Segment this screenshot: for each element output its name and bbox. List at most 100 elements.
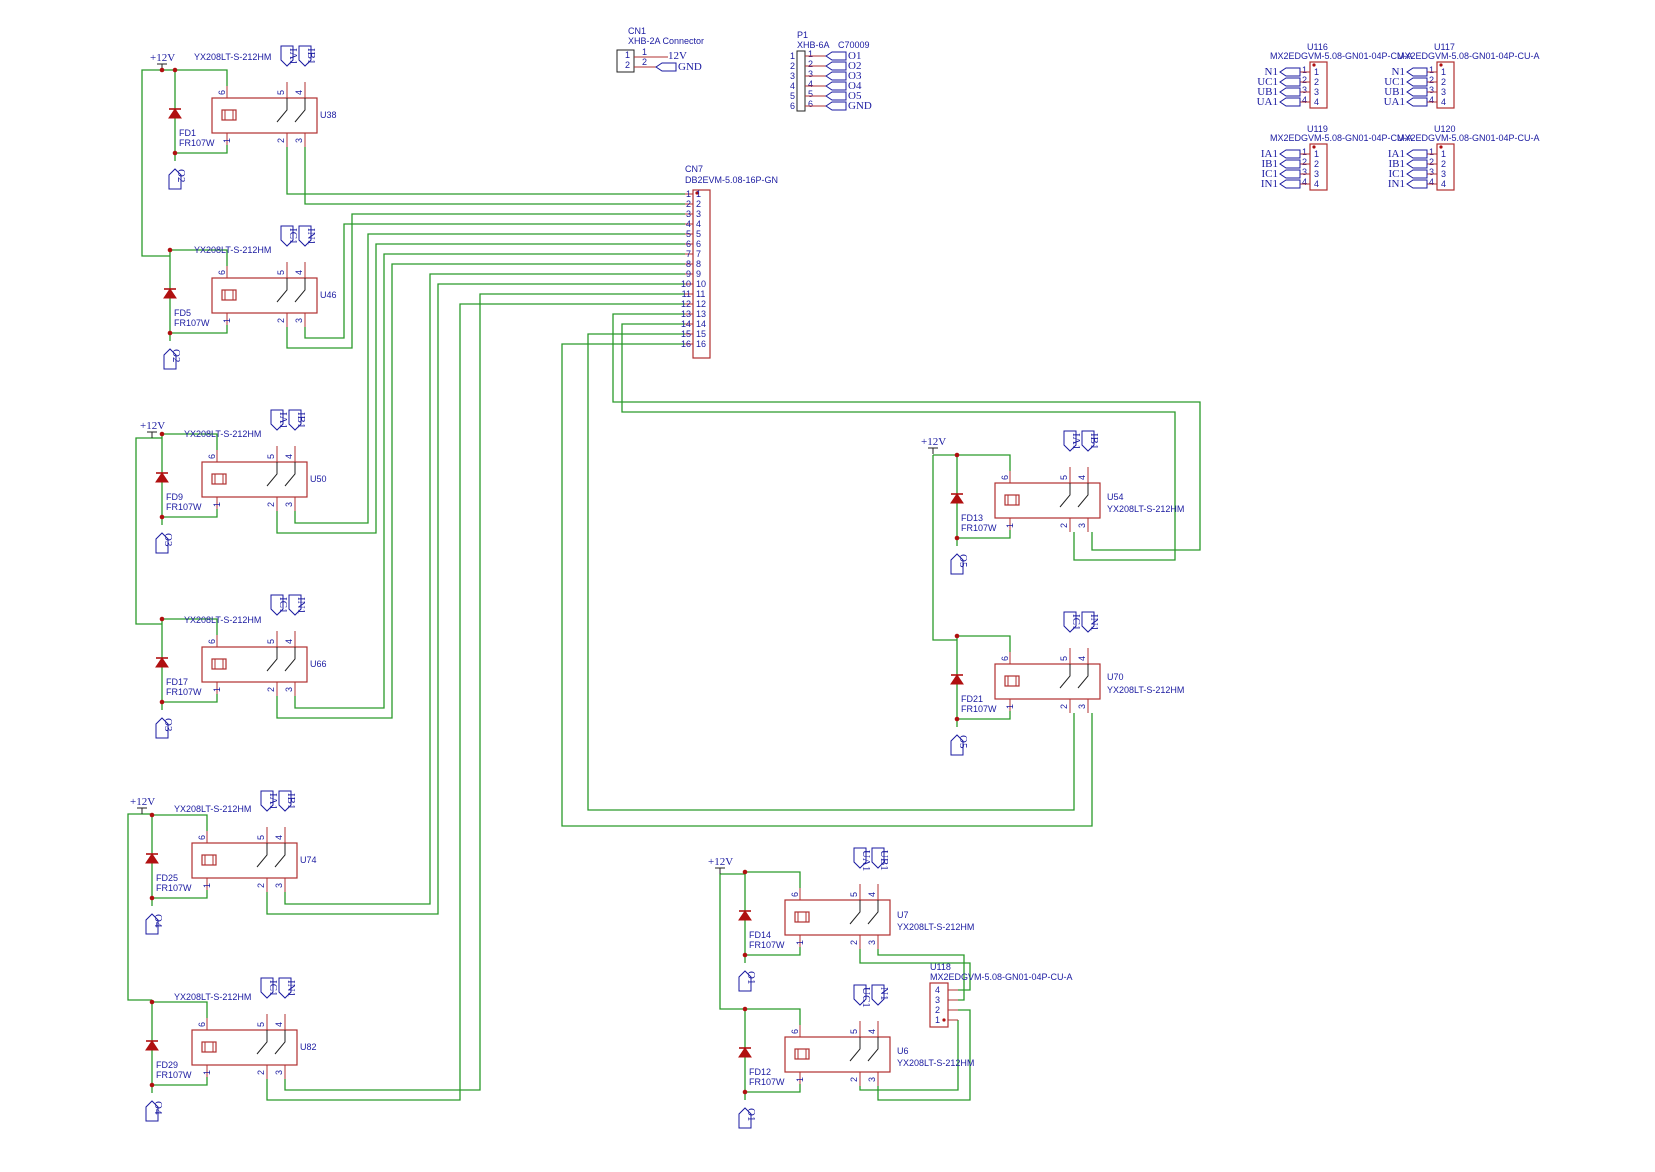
- relay-coil-icon: [221, 109, 237, 121]
- pin-number: 3: [1077, 523, 1087, 528]
- relay-coil-icon: [201, 1041, 217, 1053]
- relay-body: [191, 842, 298, 879]
- pin-number: 2: [1429, 157, 1434, 167]
- relay-switch-icon: [266, 462, 278, 487]
- pin-number: 8: [696, 259, 701, 269]
- pin-number: 6: [790, 892, 800, 897]
- pin-number: 1: [642, 47, 647, 57]
- output-port-o3: O3: [162, 533, 174, 547]
- output-port-o2: O2: [170, 349, 182, 362]
- pin-number: 3: [935, 995, 940, 1005]
- relay-switch-icon: [849, 1037, 861, 1062]
- relay-ref: U74: [300, 855, 317, 865]
- relay-ref: U70: [1107, 672, 1124, 682]
- relay-part-number: YX208LT-S-212HM: [184, 615, 261, 625]
- diode-icon: [145, 1040, 159, 1051]
- relay-switch-icon: [1059, 483, 1071, 508]
- pin-number: 6: [217, 270, 227, 275]
- pin-number: 4: [1302, 95, 1307, 105]
- diode-ref: FD1: [179, 128, 196, 138]
- terminal-ref: U116: [1307, 42, 1328, 52]
- connector-ref: CN7: [685, 164, 703, 174]
- pin-number: 1: [1429, 65, 1434, 75]
- pin-number: 12: [696, 299, 706, 309]
- pin-number: 2: [625, 60, 630, 70]
- pin-number: 4: [1077, 656, 1087, 661]
- output-port-o5: O5: [957, 735, 969, 749]
- pin-number: 1: [1005, 523, 1015, 528]
- relay-body: [201, 646, 308, 683]
- pin-number: 3: [790, 71, 795, 81]
- diode-part-number: FR107W: [961, 523, 997, 533]
- pin-number: 5: [808, 89, 813, 99]
- pin-number: 2: [849, 1077, 859, 1082]
- net-port-ua1: UA1: [1384, 96, 1405, 108]
- diode-ref: FD13: [961, 513, 983, 523]
- pin-number: 2: [1441, 159, 1446, 169]
- pin-number: 1: [1302, 65, 1307, 75]
- diode-icon: [738, 910, 752, 921]
- pin-number: 3: [686, 209, 691, 219]
- pin-number: 2: [256, 1070, 266, 1075]
- diode-part-number: FR107W: [156, 883, 192, 893]
- pin-number: 9: [686, 269, 691, 279]
- pin-number: 2: [266, 502, 276, 507]
- pin-number: 9: [696, 269, 701, 279]
- relay-ref: U7: [897, 910, 909, 920]
- pin-number: 5: [686, 229, 691, 239]
- junction-dot: [742, 1089, 748, 1095]
- net-port-uc1: UC1: [1257, 76, 1278, 88]
- net-port-ic1: IC1: [1389, 168, 1406, 180]
- output-port-o1: O1: [745, 1108, 757, 1121]
- pin-number: 1: [222, 318, 232, 323]
- power-label: +12V: [140, 420, 165, 432]
- pin-number: 4: [1314, 97, 1319, 107]
- junction-dot: [159, 514, 165, 520]
- pin-number: 11: [682, 289, 691, 299]
- connector-part: XHB-2A Connector: [628, 36, 704, 46]
- pin-number: 16: [681, 339, 691, 349]
- pin-number: 4: [294, 90, 304, 95]
- power-12v-u54: +12V: [921, 436, 946, 454]
- net-port-uc1: UC1: [1384, 76, 1405, 88]
- diode-ref: FD25: [156, 873, 178, 883]
- pin-number: 5: [276, 270, 286, 275]
- pin-number: 2: [1429, 75, 1434, 85]
- relay-part-number: YX208LT-S-212HM: [174, 804, 251, 814]
- pin-number: 2: [256, 883, 266, 888]
- pin-number: 3: [1429, 167, 1434, 177]
- pin-number: 5: [849, 1029, 859, 1034]
- net-port-ub1: UB1: [878, 850, 890, 871]
- diode-icon: [155, 657, 169, 668]
- net-port-ub1: UB1: [1384, 86, 1405, 98]
- junction-dot: [149, 999, 155, 1005]
- power-12v-u7: +12V: [708, 856, 733, 874]
- pin-number: 15: [696, 329, 706, 339]
- relay-coil-icon: [794, 1048, 810, 1060]
- net-port-in1: IN1: [1088, 614, 1100, 631]
- pin-number: 4: [1429, 95, 1434, 105]
- terminal-part: MX2EDGVM-5.08-GN01-04P-CU-A: [930, 972, 1073, 982]
- diode-ref: FD5: [174, 308, 191, 318]
- diode-ref: FD12: [749, 1067, 771, 1077]
- pin-number: 4: [274, 835, 284, 840]
- pin-number: 5: [266, 454, 276, 459]
- pin-number: 10: [681, 279, 691, 289]
- net-port-ub1: UB1: [1257, 86, 1278, 98]
- wires-layer: [127, 69, 1201, 1101]
- terminal-u119: U119MX2EDGVM-5.08-GN01-04P-CU-A11IA122IB…: [1261, 124, 1413, 191]
- pin-number: 15: [681, 329, 691, 339]
- pin-number: 4: [1441, 179, 1446, 189]
- diode-part-number: FR107W: [174, 318, 210, 328]
- pin-number: 8: [686, 259, 691, 269]
- relay-part-number: YX208LT-S-212HM: [194, 52, 271, 62]
- output-port-o5: O5: [957, 554, 969, 568]
- pin-number: 6: [790, 101, 795, 111]
- pin-number: 6: [686, 239, 691, 249]
- net-port-gnd: GND: [848, 100, 872, 112]
- net-port-ua1: UA1: [860, 850, 872, 871]
- pin-number: 1: [222, 138, 232, 143]
- pin-number: 2: [1314, 159, 1319, 169]
